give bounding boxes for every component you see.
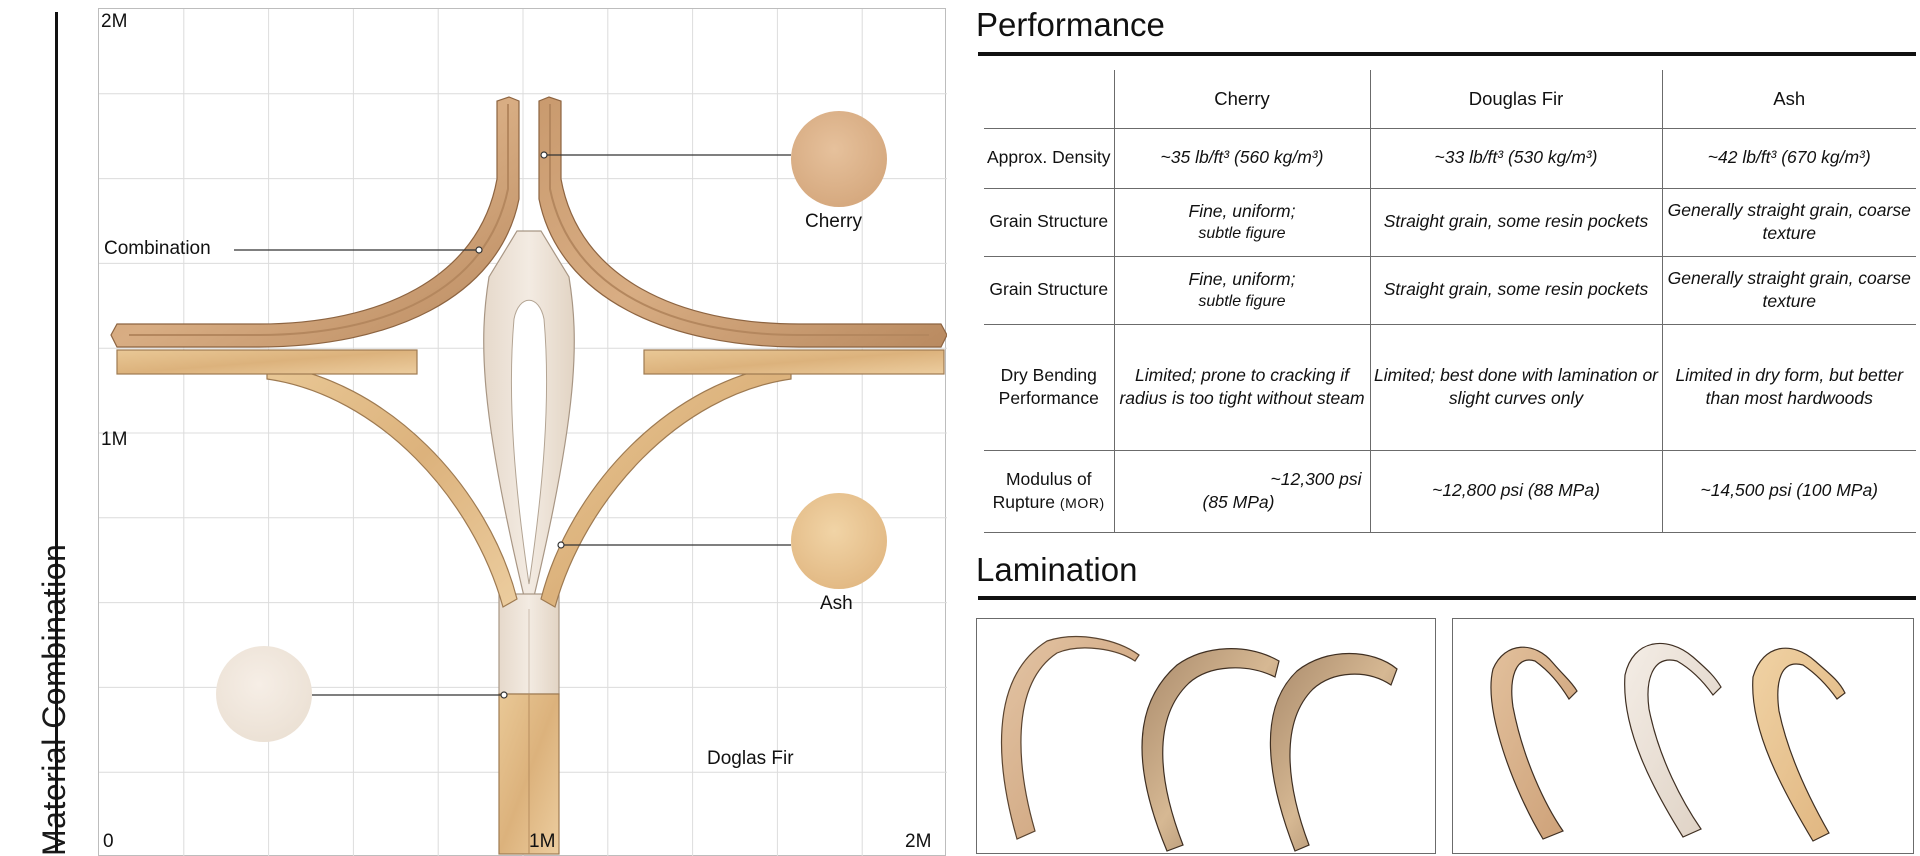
table-row: Grain Structure Fine, uniform; subtle fig…	[984, 255, 1916, 324]
row-label-density: Approx. Density	[984, 127, 1114, 188]
cell-mor-ash: ~14,500 psi (100 MPa)	[1661, 449, 1916, 533]
table-row: Grain Structure Fine, uniform; subtle fig…	[984, 187, 1916, 256]
axis-label-x-mid: 1M	[529, 831, 556, 852]
axis-label-x-right: 2M	[905, 831, 932, 852]
row-label-bending: Dry Bending Performance	[984, 323, 1114, 450]
right-panel: Performance Cherry Douglas Fir Ash Appro…	[976, 0, 1920, 856]
cell-mor-cherry-line1: ~12,300 psi	[1270, 468, 1362, 489]
cell-mor-douglas-fir: ~12,800 psi (88 MPa)	[1369, 449, 1662, 533]
callout-combination: Combination	[104, 238, 211, 259]
plan-drawing	[99, 9, 947, 856]
row-label-grain-2: Grain Structure	[984, 255, 1114, 324]
cell-grain-2-cherry-line2: subtle figure	[1198, 292, 1286, 310]
side-title-rule	[55, 12, 58, 852]
cell-bending-douglas-fir: Limited; best done with lamination or sl…	[1369, 323, 1662, 450]
cell-grain-2-cherry-line1: Fine, uniform;	[1188, 268, 1296, 289]
row-label-grain-1: Grain Structure	[984, 187, 1114, 256]
plan-view: 2M 1M 0 1M 2M Combination Cherry Ash Dog…	[98, 8, 947, 856]
header-douglas-fir: Douglas Fir	[1369, 70, 1662, 128]
lamination-title: Lamination	[976, 551, 1138, 588]
cell-grain-1-douglas-fir: Straight grain, some resin pockets	[1369, 187, 1662, 256]
callout-douglas-fir: Doglas Fir	[707, 748, 794, 769]
cell-bending-cherry: Limited; prone to cracking if radius is …	[1113, 323, 1370, 450]
row-label-mor-line1: Modulus of	[1005, 468, 1092, 489]
table-row: Modulus of Rupture (MOR) ~12,300 psi (85 M…	[984, 449, 1916, 533]
axis-label-y-mid: 1M	[101, 429, 128, 450]
lamination-panel-right	[1452, 618, 1914, 854]
performance-table: Cherry Douglas Fir Ash Approx. Density ~…	[984, 70, 1916, 533]
ash-member	[116, 349, 945, 855]
cell-grain-2-cherry: Fine, uniform; subtle figure	[1113, 255, 1370, 324]
cell-mor-cherry-line2: (85 MPa)	[1202, 492, 1275, 512]
table-row: Dry Bending Performance Limited; prone t…	[984, 323, 1916, 450]
cell-density-douglas-fir: ~33 lb/ft³ (530 kg/m³)	[1369, 127, 1662, 188]
cherry-swatch	[791, 111, 887, 207]
performance-rule	[978, 52, 1916, 56]
header-empty	[984, 70, 1114, 128]
cherry-leader-dot	[540, 151, 548, 159]
side-title-block: Material Combination	[0, 0, 72, 856]
douglas-fir-member	[483, 230, 575, 695]
ash-swatch	[791, 493, 887, 589]
cell-bending-ash: Limited in dry form, but better than mos…	[1661, 323, 1916, 450]
ash-leader-dot	[557, 541, 565, 549]
lamination-piece-fir-2	[1624, 643, 1722, 838]
lamination-piece-ash-2	[1752, 647, 1846, 842]
callout-ash: Ash	[820, 593, 853, 614]
cell-density-cherry: ~35 lb/ft³ (560 kg/m³)	[1113, 127, 1370, 188]
douglas-fir-swatch	[216, 646, 312, 742]
callout-cherry: Cherry	[805, 211, 863, 232]
cell-density-ash: ~42 lb/ft³ (670 kg/m³)	[1661, 127, 1916, 188]
row-label-mor-line2: Rupture	[992, 492, 1055, 512]
cell-grain-2-ash: Generally straight grain, coarse texture	[1661, 255, 1916, 324]
header-ash: Ash	[1661, 70, 1916, 128]
combination-leader-dot	[475, 246, 483, 254]
lamination-right-drawing	[1490, 643, 1846, 842]
lamination-piece-combined-2	[1269, 653, 1398, 852]
cell-grain-1-cherry-line2: subtle figure	[1198, 224, 1286, 242]
lamination-piece-cherry	[1000, 635, 1140, 840]
row-label-mor: Modulus of Rupture (MOR)	[984, 449, 1114, 533]
axis-label-origin: 0	[103, 831, 114, 852]
douglas-fir-leader-dot	[500, 691, 508, 699]
lamination-left-drawing	[1000, 635, 1398, 852]
performance-title: Performance	[976, 6, 1165, 43]
row-label-mor-abbrev: (MOR)	[1059, 495, 1105, 511]
header-cherry: Cherry	[1113, 70, 1370, 128]
cherry-member	[110, 96, 947, 348]
cell-grain-1-cherry-line1: Fine, uniform;	[1188, 200, 1296, 221]
table-row: Approx. Density ~35 lb/ft³ (560 kg/m³) ~…	[984, 127, 1916, 188]
cell-grain-1-ash: Generally straight grain, coarse texture	[1661, 187, 1916, 256]
table-header-row: Cherry Douglas Fir Ash	[984, 70, 1916, 128]
cell-grain-1-cherry: Fine, uniform; subtle figure	[1113, 187, 1370, 256]
cell-mor-cherry: ~12,300 psi (85 MPa)	[1113, 449, 1370, 533]
lamination-piece-combined-1	[1141, 648, 1280, 852]
cell-grain-2-douglas-fir: Straight grain, some resin pockets	[1369, 255, 1662, 324]
lamination-panel-left	[976, 618, 1436, 854]
lamination-rule	[978, 596, 1916, 600]
axis-label-y-top: 2M	[101, 11, 128, 32]
lamination-piece-cherry-2	[1490, 646, 1578, 840]
